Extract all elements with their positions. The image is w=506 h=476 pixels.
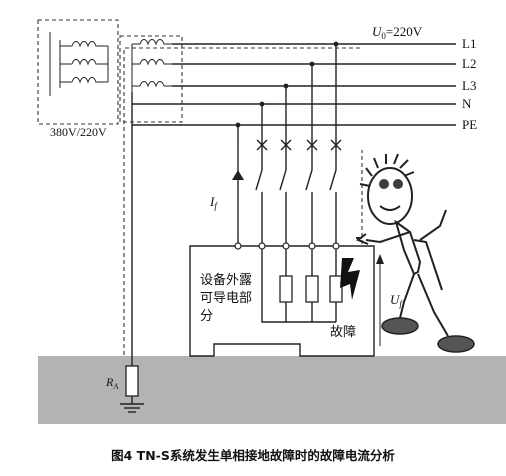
- equipment-label-line1: 设备外露: [200, 272, 252, 288]
- equipment-label-line2: 可导电部: [200, 291, 252, 306]
- label-l3: L3: [462, 78, 476, 93]
- touch-voltage-label: Uf: [390, 292, 403, 309]
- figure-caption: 图4 TN-S系统发生单相接地故障时的故障电流分析: [111, 448, 395, 463]
- secondary-windings: [131, 39, 172, 92]
- label-n: N: [462, 96, 472, 111]
- u0-label: U0=220V: [372, 24, 423, 41]
- equipment-enclosure: [189, 245, 375, 357]
- transformer: [37, 19, 183, 125]
- person-illustration: [355, 153, 475, 353]
- junction-dots: [235, 41, 339, 128]
- fault-current-path: [123, 47, 363, 355]
- load-resistors: [261, 249, 343, 323]
- eye-right: [393, 179, 403, 189]
- label-l1: L1: [462, 36, 476, 51]
- primary-windings: [49, 32, 109, 96]
- feeder-drops: [261, 44, 337, 152]
- shoe-right: [437, 335, 475, 353]
- shoe-left: [381, 317, 419, 335]
- label-l2: L2: [462, 56, 476, 71]
- eye-left: [379, 179, 389, 189]
- switches: [255, 139, 342, 246]
- fault-lightning-icon: [340, 258, 360, 300]
- fault-label: 故障: [330, 325, 356, 340]
- terminal-nodes: [234, 242, 340, 250]
- equipment-label-line3: 分: [200, 309, 213, 324]
- fault-current-label: If: [209, 194, 218, 211]
- earth-resistor: [120, 365, 144, 413]
- label-pe: PE: [462, 117, 477, 132]
- transformer-voltage-label: 380V/220V: [50, 125, 107, 139]
- ground-area: [38, 356, 506, 424]
- fault-current-arrow: [232, 170, 244, 180]
- earth-resistor-label: RA: [105, 375, 118, 391]
